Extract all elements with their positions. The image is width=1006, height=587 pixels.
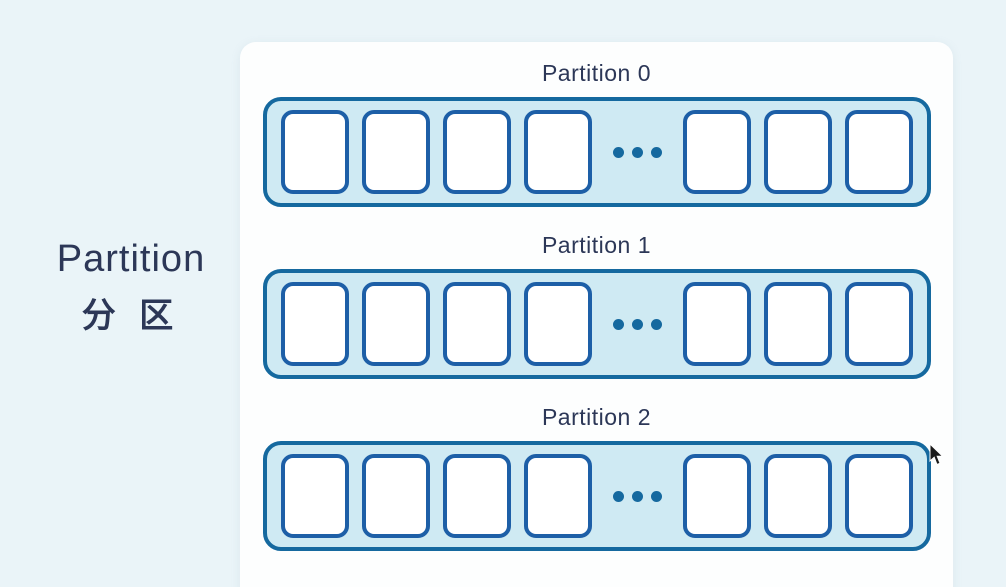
diagram-title-chinese: 分 区 (81, 296, 181, 335)
partition-group: Partition 2 (262, 404, 931, 551)
segment-cell (361, 454, 430, 538)
segment-cell (361, 282, 430, 366)
segment-cell (523, 454, 592, 538)
partition-group: Partition 0 (262, 60, 931, 207)
segment-cell (361, 110, 430, 194)
partition-row (262, 97, 931, 207)
segment-cell (682, 110, 751, 194)
ellipsis-icon (605, 146, 670, 158)
segment-cell (280, 454, 349, 538)
segment-cell (442, 110, 511, 194)
segment-cell (763, 110, 832, 194)
partition-group: Partition 1 (262, 232, 931, 379)
segment-cell (844, 282, 913, 366)
segment-cell (763, 282, 832, 366)
segment-cell (280, 282, 349, 366)
partition-label: Partition 2 (541, 404, 652, 430)
diagram-panel: Partition 0 Partition 1 Partition 2 (240, 42, 953, 587)
ellipsis-icon (605, 318, 670, 330)
diagram-title-english: Partition (56, 238, 206, 280)
partition-row (262, 441, 931, 551)
segment-cell (280, 110, 349, 194)
segment-cell (523, 110, 592, 194)
partition-row (262, 269, 931, 379)
partition-label: Partition 1 (541, 232, 652, 258)
segment-cell (523, 282, 592, 366)
segment-cell (844, 110, 913, 194)
segment-cell (442, 282, 511, 366)
segment-cell (682, 454, 751, 538)
segment-cell (763, 454, 832, 538)
segment-cell (682, 282, 751, 366)
segment-cell (442, 454, 511, 538)
ellipsis-icon (605, 490, 670, 502)
partition-label: Partition 0 (541, 60, 652, 86)
segment-cell (844, 454, 913, 538)
diagram-title: Partition 分 区 (0, 238, 262, 336)
partition-list: Partition 0 Partition 1 Partition 2 (240, 60, 953, 551)
